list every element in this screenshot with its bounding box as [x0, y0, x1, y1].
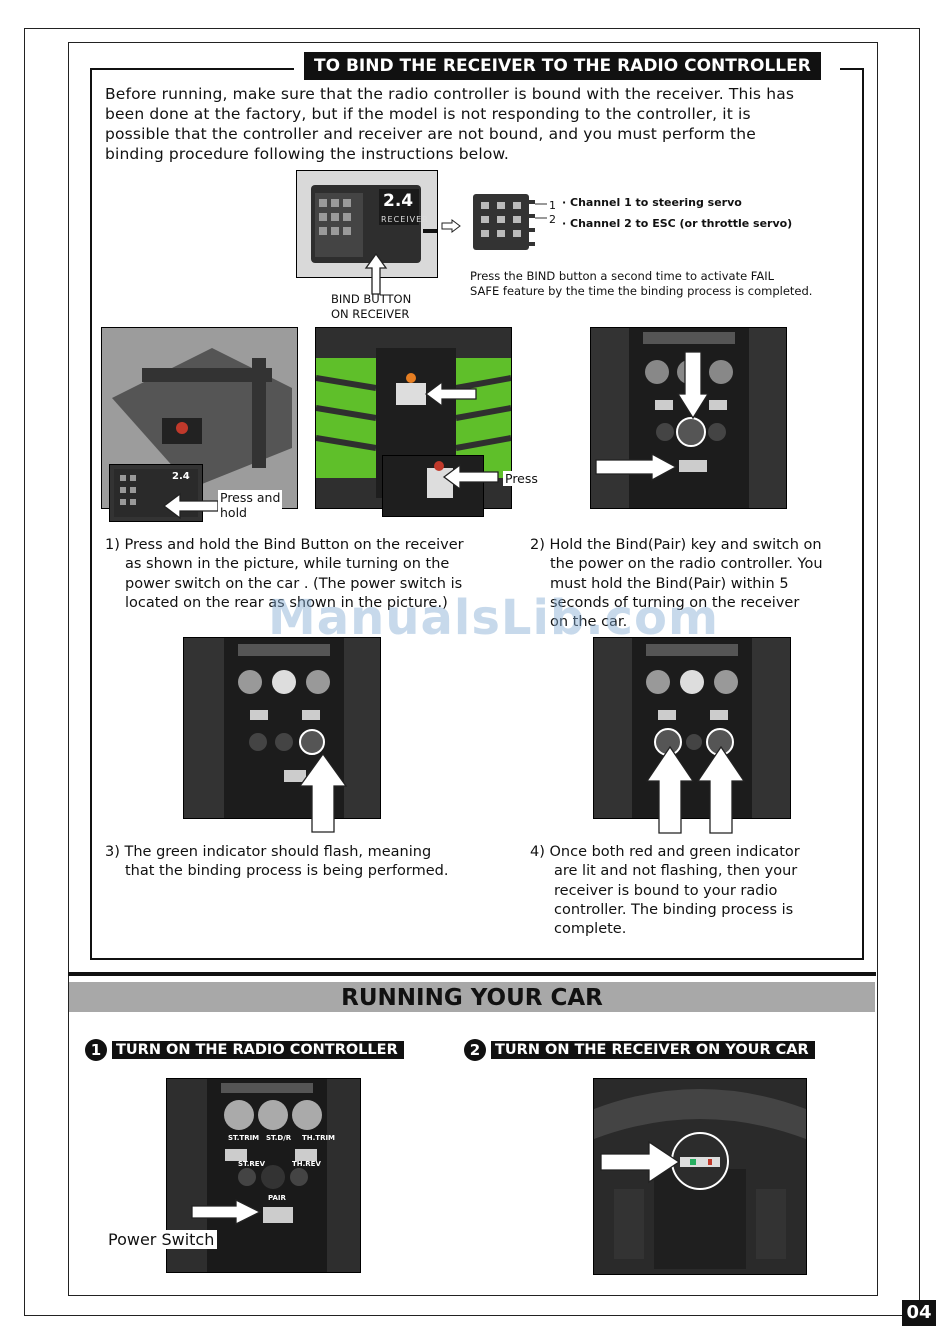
bind-button-caption-line: BIND BUTTON: [331, 292, 412, 306]
controller-photo-step3: [183, 637, 381, 819]
up-arrow-icon: [298, 752, 348, 833]
step-line: 1) Press and hold the Bind Button on the…: [105, 537, 464, 553]
right-arrow-icon: [441, 219, 461, 233]
step-line: as shown in the picture, while turning o…: [125, 556, 450, 573]
up-arrow-icon: [645, 745, 695, 834]
intro-line: possible that the controller and receive…: [105, 125, 756, 143]
step-line: seconds of turning on the receiver: [550, 594, 800, 611]
press-and-hold-callout: Press and hold: [218, 490, 283, 520]
bind-intro: Before running, make sure that the radio…: [105, 84, 850, 164]
intro-line: binding procedure following the instruct…: [105, 145, 509, 163]
running-step-2-title: TURN ON THE RECEIVER ON YOUR CAR: [491, 1041, 815, 1059]
up-arrow-icon: [696, 745, 746, 834]
fail-safe-line: SAFE feature by the time the binding pro…: [470, 284, 813, 298]
step-line: 3) The green indicator should flash, mea…: [105, 844, 432, 860]
svg-text:2.4: 2.4: [172, 471, 190, 482]
left-arrow-icon: [424, 380, 477, 408]
step-2-text: 2) Hold the Bind(Pair) key and switch on…: [530, 536, 860, 632]
step-line: are lit and not flashing, then your: [554, 863, 798, 880]
intro-line: Before running, make sure that the radio…: [105, 85, 795, 103]
channel-1-number: 1: [549, 199, 556, 212]
receiver-badge: 2.4: [383, 191, 414, 211]
step-line: 4) Once both red and green indicator: [530, 844, 800, 860]
step-line: must hold the Bind(Pair) within 5: [550, 575, 789, 592]
car-receiver-photo: [593, 1078, 807, 1275]
step-1-text: 1) Press and hold the Bind Button on the…: [105, 536, 515, 613]
label-th-rev: TH.REV: [292, 1160, 321, 1168]
label-pair: PAIR: [268, 1194, 286, 1202]
channel-2-text: · Channel 2 to ESC (or throttle servo): [562, 217, 793, 230]
fail-safe-line: Press the BIND button a second time to a…: [470, 269, 775, 283]
right-arrow-icon: [191, 1198, 262, 1226]
page-number: 04: [902, 1300, 936, 1326]
up-arrow-icon: [364, 252, 388, 295]
label-st-trim: ST.TRIM: [228, 1134, 260, 1142]
section-divider: [68, 972, 876, 976]
receiver-illustration: [311, 185, 437, 263]
channel-2-number: 2: [549, 213, 556, 226]
right-arrow-icon: [595, 452, 678, 482]
step-line: 2) Hold the Bind(Pair) key and switch on: [530, 537, 822, 553]
channel-pins: [529, 200, 547, 246]
down-arrow-icon: [676, 351, 710, 420]
controller-photo-step4: [593, 637, 791, 819]
channel-1-label: Channel 1 to steering servo: [570, 196, 742, 209]
step-line: the power on the radio controller. You: [550, 556, 823, 573]
receiver-inset-photo: 2.4: [109, 464, 203, 522]
step-line: located on the rear as shown in the pict…: [125, 594, 448, 611]
label-st-rev: ST.REV: [238, 1160, 266, 1168]
channel-1-text: · Channel 1 to steering servo: [562, 196, 742, 209]
bind-section-title: TO BIND THE RECEIVER TO THE RADIO CONTRO…: [304, 52, 821, 80]
left-arrow-icon: [162, 492, 219, 520]
step-3-text: 3) The green indicator should flash, mea…: [105, 843, 525, 882]
step-line: power switch on the car . (The power swi…: [125, 575, 463, 592]
callout-line: hold: [220, 505, 247, 520]
intro-line: been done at the factory, but if the mod…: [105, 105, 751, 123]
label-st-dr: ST.D/R: [266, 1134, 292, 1142]
step-line: controller. The binding process is: [554, 901, 794, 918]
press-callout: Press: [503, 471, 540, 486]
running-section-title: RUNNING YOUR CAR: [69, 982, 875, 1012]
bind-button-caption-line: ON RECEIVER: [331, 307, 410, 321]
callout-line: Press and: [220, 490, 281, 505]
receiver-pin-diagram: [473, 194, 529, 250]
fail-safe-note: Press the BIND button a second time to a…: [470, 269, 812, 299]
channel-2-label: Channel 2 to ESC (or throttle servo): [570, 217, 793, 230]
page-inner-border: [68, 42, 878, 1296]
label-th-trim: TH.TRIM: [302, 1134, 336, 1142]
receiver-photo: 2.4 RECEIVER: [296, 170, 438, 278]
page-outer-border: [24, 28, 920, 1316]
step-number-badge: 1: [85, 1039, 107, 1061]
step-line: that the binding process is being perfor…: [125, 863, 449, 880]
running-step-1-title: TURN ON THE RADIO CONTROLLER: [112, 1041, 404, 1059]
step-line: complete.: [554, 921, 627, 938]
step-line: receiver is bound to your radio: [554, 882, 778, 899]
bind-button-caption: BIND BUTTON ON RECEIVER: [331, 292, 411, 322]
step-line: on the car.: [550, 614, 628, 631]
left-arrow-icon: [442, 463, 499, 491]
receiver-label: RECEIVER: [381, 215, 429, 224]
right-arrow-icon: [600, 1140, 681, 1184]
step-4-text: 4) Once both red and green indicator are…: [530, 843, 860, 939]
power-switch-label: Power Switch: [105, 1230, 218, 1249]
controller-photo-step2: [590, 327, 787, 509]
step-number-badge: 2: [464, 1039, 486, 1061]
